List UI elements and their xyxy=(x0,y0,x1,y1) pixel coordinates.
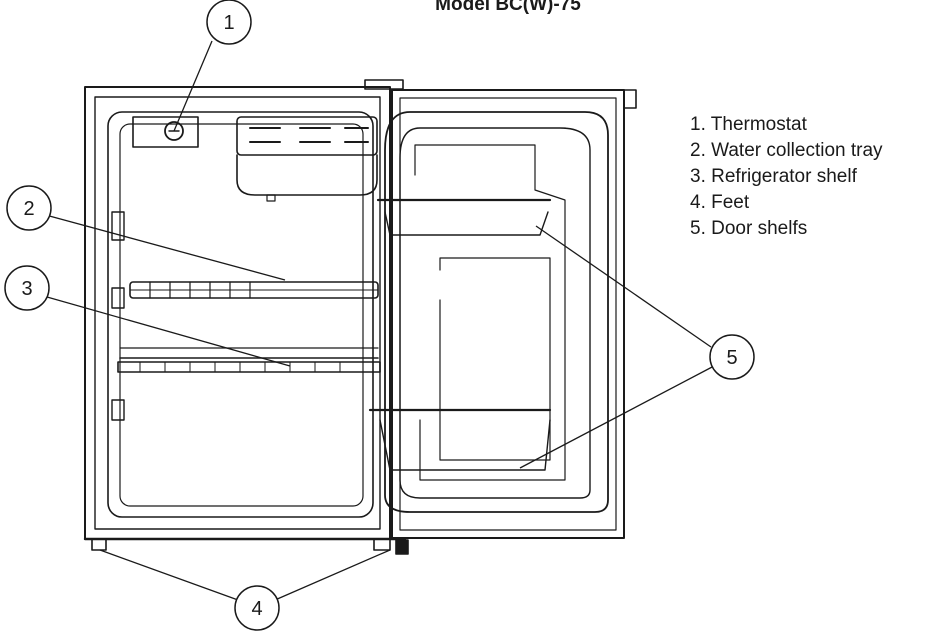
thermostat xyxy=(132,116,199,148)
callout-3: 3 xyxy=(4,265,50,311)
parts-legend: 1. Thermostat 2. Water collection tray 3… xyxy=(690,112,883,242)
callouts: 1 2 3 4 5 xyxy=(4,0,755,631)
refrigerator-shelf xyxy=(117,347,381,373)
callout-4-label: 4 xyxy=(251,598,262,620)
diagram-title: Model BC(W)-75 xyxy=(435,0,581,15)
door xyxy=(384,89,637,539)
callout-2: 2 xyxy=(6,185,52,231)
legend-item-water-tray: 2. Water collection tray xyxy=(690,140,883,161)
cabinet xyxy=(83,79,407,541)
feet xyxy=(91,538,409,555)
freezer-compartment xyxy=(236,116,378,202)
water-collection-tray xyxy=(129,281,379,299)
legend-item-thermostat: 1. Thermostat xyxy=(690,114,807,135)
callout-1-label: 1 xyxy=(223,12,234,34)
legend-item-shelf: 3. Refrigerator shelf xyxy=(690,166,857,187)
leader-lines xyxy=(39,40,715,601)
legend-item-door-shelfs: 5. Door shelfs xyxy=(690,218,808,239)
callout-4: 4 xyxy=(234,585,280,631)
callout-1: 1 xyxy=(206,0,252,45)
callout-5: 5 xyxy=(709,334,755,380)
callout-2-label: 2 xyxy=(23,198,34,220)
callout-3-label: 3 xyxy=(21,278,32,300)
door-shelves xyxy=(368,198,552,471)
callout-5-label: 5 xyxy=(726,347,737,369)
legend-item-feet: 4. Feet xyxy=(690,192,750,213)
